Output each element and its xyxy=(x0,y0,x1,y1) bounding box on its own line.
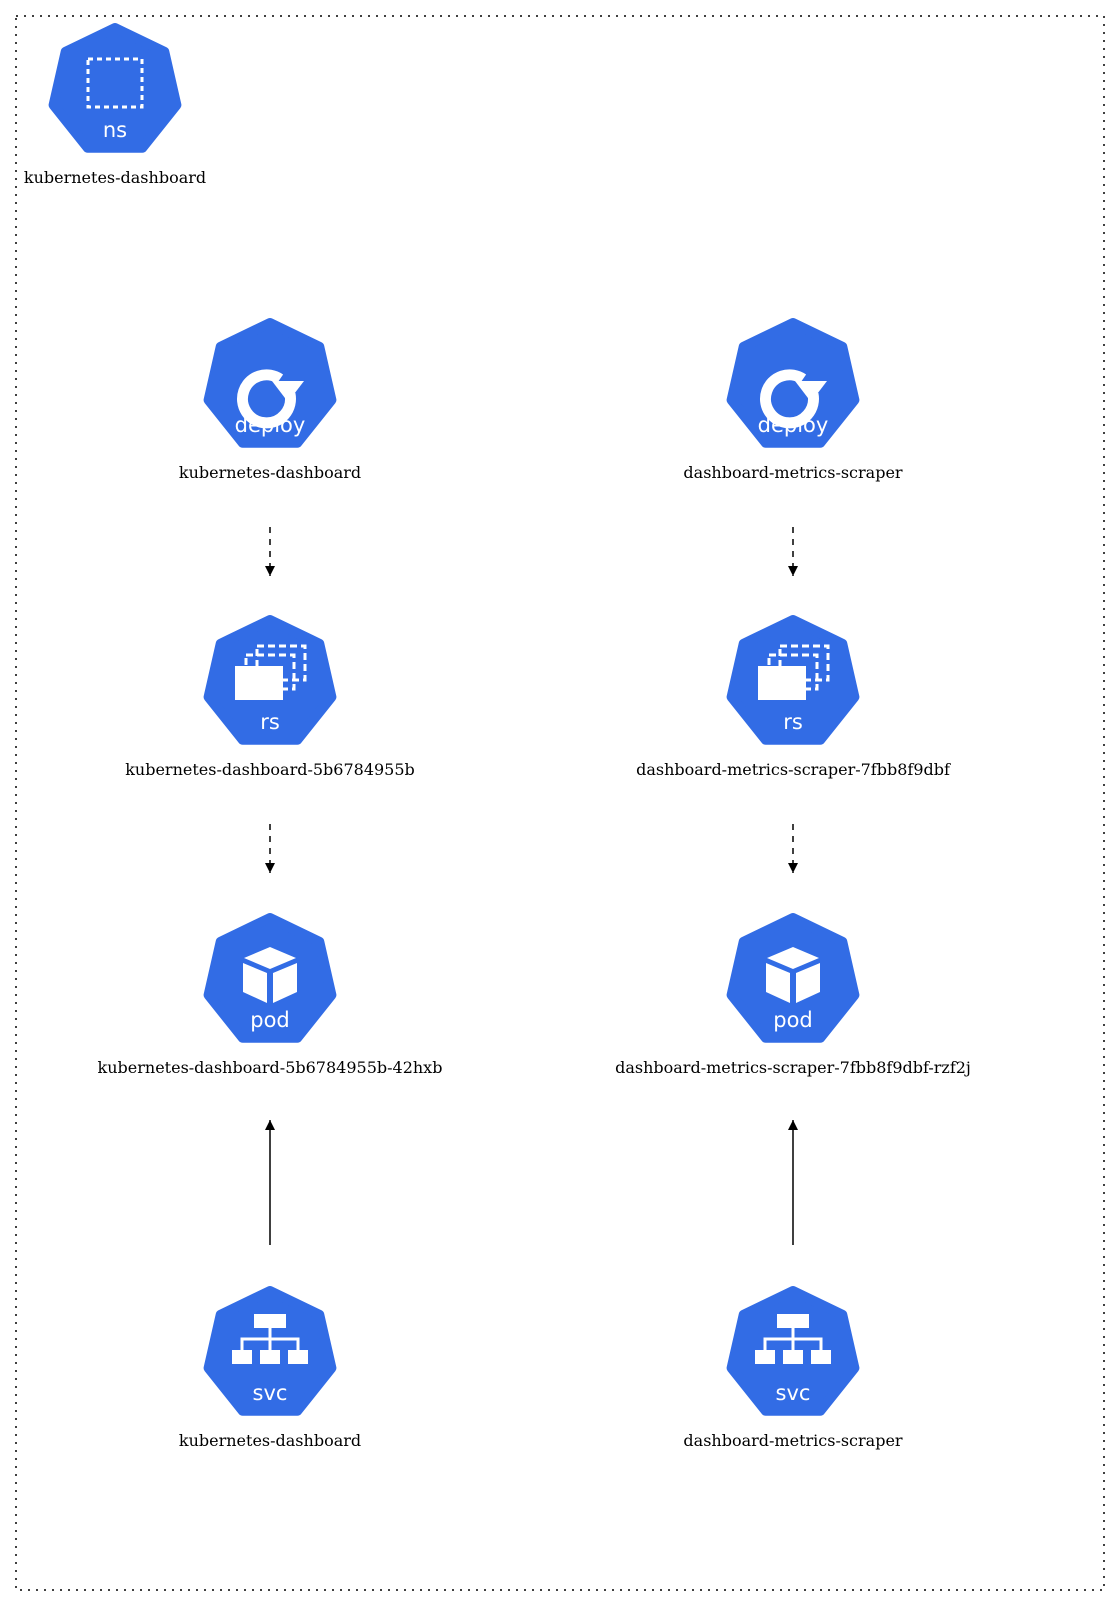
namespace-boundary xyxy=(15,15,1105,1591)
namespace-glyph xyxy=(86,57,144,109)
deploy-glyph xyxy=(760,369,827,429)
namespace-icon: ns xyxy=(48,23,182,153)
pod-glyph xyxy=(243,947,297,1003)
icon-kind-label: ns xyxy=(103,118,127,142)
service-glyph xyxy=(755,1314,831,1364)
icon-kind-label: pod xyxy=(773,1008,813,1032)
node-name-label: kubernetes-dashboard xyxy=(24,168,206,187)
service-icon: svc xyxy=(726,1286,860,1416)
node-name-label: kubernetes-dashboard-5b6784955b xyxy=(125,760,415,779)
pod-icon: pod xyxy=(203,913,337,1043)
deployment-icon: deploy xyxy=(203,318,337,448)
deployment-icon: deploy xyxy=(726,318,860,448)
node-name-label: kubernetes-dashboard-5b6784955b-42hxb xyxy=(98,1058,443,1077)
service-icon: svc xyxy=(203,1286,337,1416)
pod-icon: pod xyxy=(726,913,860,1043)
icon-kind-label: rs xyxy=(260,710,280,734)
node-name-label: kubernetes-dashboard xyxy=(179,1431,361,1450)
replicaset-icon: rs xyxy=(726,615,860,745)
deploy-glyph xyxy=(237,369,304,429)
pod-glyph xyxy=(766,947,820,1003)
rs-node-2[interactable]: rs dashboard-metrics-scraper-7fbb8f9dbf xyxy=(636,615,951,779)
pod-node-1[interactable]: pod kubernetes-dashboard-5b6784955b-42hxb xyxy=(98,913,443,1077)
namespace-node[interactable]: ns kubernetes-dashboard xyxy=(24,23,206,187)
deploy-node-1[interactable]: deploy kubernetes-dashboard xyxy=(179,318,361,482)
replicaset-glyph xyxy=(758,644,830,700)
icon-kind-label: deploy xyxy=(758,413,829,437)
node-name-label: dashboard-metrics-scraper-7fbb8f9dbf-rzf… xyxy=(615,1058,971,1077)
icon-kind-label: deploy xyxy=(235,413,306,437)
icon-kind-label: svc xyxy=(253,1381,288,1405)
icon-kind-label: rs xyxy=(783,710,803,734)
icon-kind-label: pod xyxy=(250,1008,290,1032)
pod-node-2[interactable]: pod dashboard-metrics-scraper-7fbb8f9dbf-… xyxy=(615,913,971,1077)
deploy-node-2[interactable]: deploy dashboard-metrics-scraper xyxy=(683,318,903,482)
rs-node-1[interactable]: rs kubernetes-dashboard-5b6784955b xyxy=(125,615,415,779)
icon-kind-label: svc xyxy=(776,1381,811,1405)
replicaset-glyph xyxy=(235,644,307,700)
svc-node-1[interactable]: svc kubernetes-dashboard xyxy=(179,1286,361,1450)
replicaset-icon: rs xyxy=(203,615,337,745)
svc-node-2[interactable]: svc dashboard-metrics-scraper xyxy=(683,1286,903,1450)
service-glyph xyxy=(232,1314,308,1364)
node-name-label: kubernetes-dashboard xyxy=(179,463,361,482)
node-name-label: dashboard-metrics-scraper xyxy=(683,463,902,482)
node-name-label: dashboard-metrics-scraper xyxy=(683,1431,902,1450)
node-name-label: dashboard-metrics-scraper-7fbb8f9dbf xyxy=(636,760,951,779)
